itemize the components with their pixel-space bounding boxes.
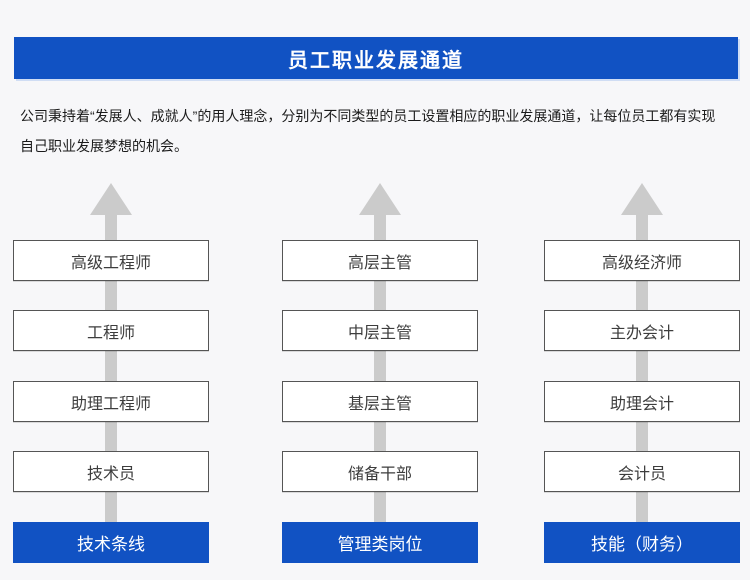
level-box: 基层主管 [282,381,478,422]
career-track-column-finance: 高级经济师 主办会计 助理会计 会计员 技能（财务） [544,183,740,563]
level-box: 高级经济师 [544,240,740,281]
level-box: 高级工程师 [13,240,209,281]
level-box: 中层主管 [282,310,478,351]
career-track-column-management: 高层主管 中层主管 基层主管 储备干部 管理类岗位 [282,183,478,563]
arrow-head [359,183,401,215]
arrow-shaft [105,209,117,522]
track-label-box: 管理类岗位 [282,522,478,563]
career-track-column-technical: 高级工程师 工程师 助理工程师 技术员 技术条线 [13,183,209,563]
level-box: 主办会计 [544,310,740,351]
page-title: 员工职业发展通道 [288,49,464,72]
arrow-head [90,183,132,215]
intro-paragraph: 公司秉持着“发展人、成就人”的用人理念，分别为不同类型的员工设置相应的职业发展通… [20,108,716,154]
up-arrow-icon [544,183,740,563]
level-box: 储备干部 [282,451,478,492]
track-label-box: 技术条线 [13,522,209,563]
up-arrow-icon [13,183,209,563]
track-label-box: 技能（财务） [544,522,740,563]
level-box: 工程师 [13,310,209,351]
arrow-shaft [374,209,386,522]
level-box: 会计员 [544,451,740,492]
level-box: 助理工程师 [13,381,209,422]
up-arrow-icon [282,183,478,563]
level-box: 助理会计 [544,381,740,422]
arrow-shaft [636,209,648,522]
level-box: 高层主管 [282,240,478,281]
arrow-head [621,183,663,215]
page-title-banner: 员工职业发展通道 [14,37,738,79]
level-box: 技术员 [13,451,209,492]
